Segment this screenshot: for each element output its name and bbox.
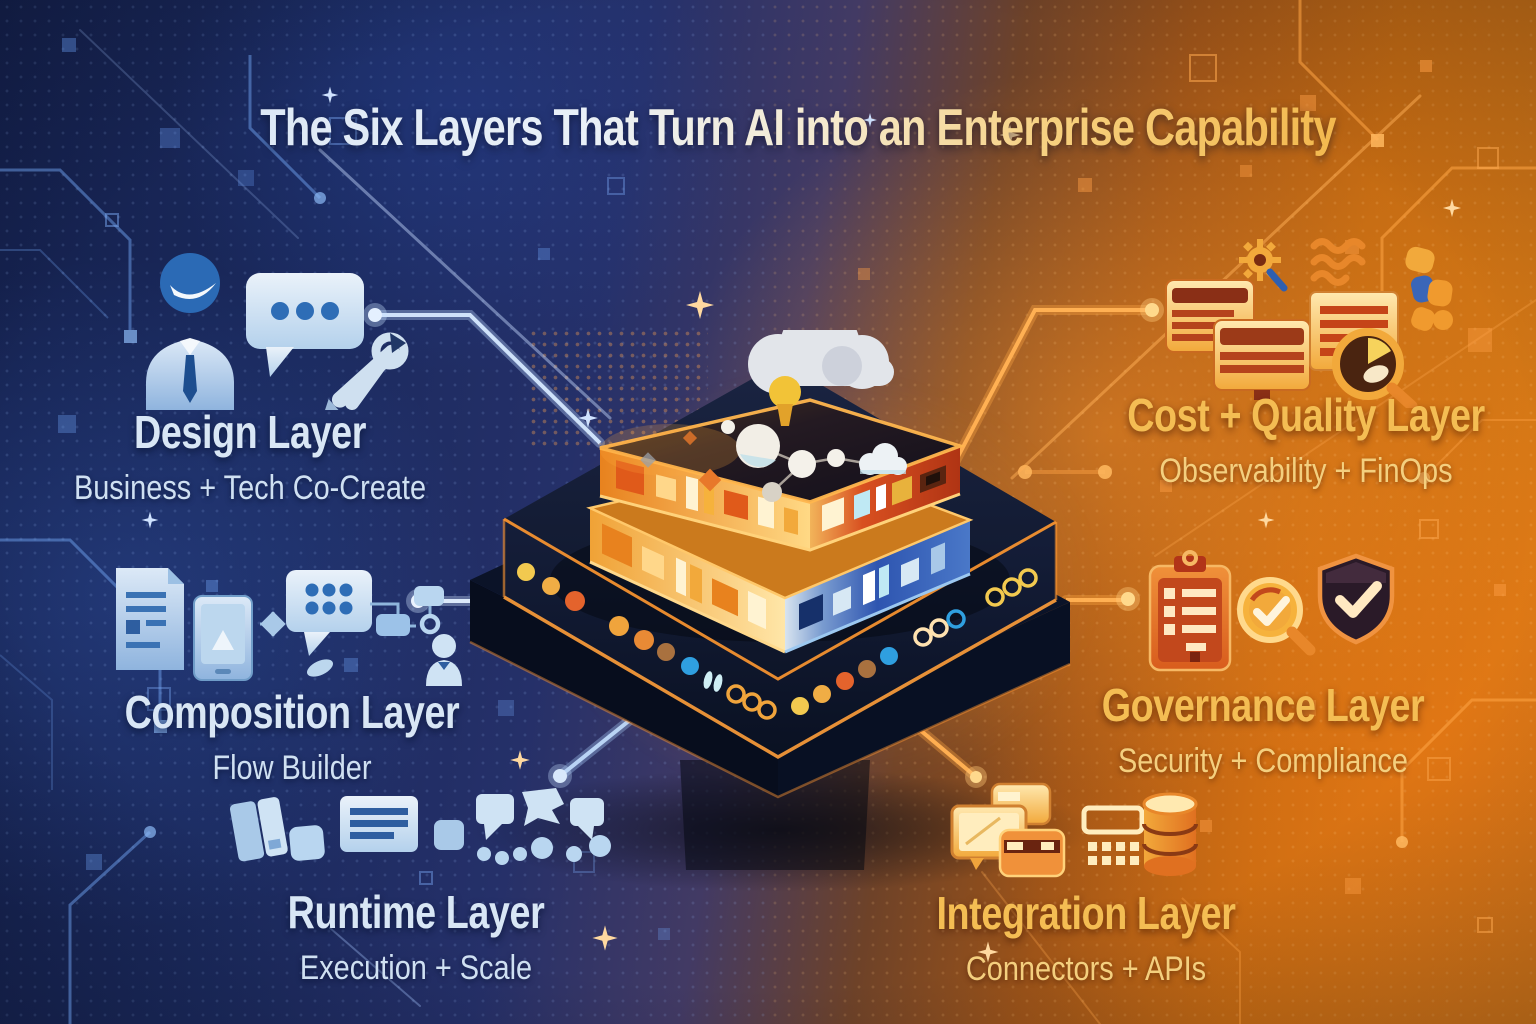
cost-quality-layer-title: Cost + Quality Layer xyxy=(1127,389,1485,441)
cost-quality-layer-block: Cost + Quality Layer Observability + Fin… xyxy=(1086,388,1526,491)
dots-trail-icon xyxy=(477,835,611,865)
page-title: The Six Layers That Turn AI into an Ente… xyxy=(208,98,1389,158)
integration-layer-icons xyxy=(950,782,1198,878)
list-card-icon xyxy=(340,796,418,852)
base-indicator-dots xyxy=(517,563,1038,720)
governance-layer-subtitle: Security + Compliance xyxy=(1118,742,1408,780)
design-layer-icons xyxy=(146,253,409,410)
blue-circuit-nodes xyxy=(124,192,326,838)
report-cards-icon xyxy=(1165,279,1311,400)
connector-governance xyxy=(1061,587,1140,611)
governance-layer-block: Governance Layer Security + Compliance xyxy=(1043,678,1483,781)
notebook-icon xyxy=(229,797,288,862)
cost-quality-layer-subtitle: Observability + FinOps xyxy=(1159,452,1453,490)
composition-layer-title: Composition Layer xyxy=(124,686,460,738)
chat-bubbles-icon xyxy=(476,788,604,840)
integration-layer-title: Integration Layer xyxy=(936,887,1236,939)
gear-magnifier-icon xyxy=(1239,239,1288,292)
cloud-icon xyxy=(748,330,894,394)
speech-bubble-icon xyxy=(246,273,364,377)
database-icon xyxy=(1142,792,1198,876)
integration-layer-subtitle: Connectors + APIs xyxy=(965,950,1207,988)
cloud-lightbulb-nodes xyxy=(721,330,907,502)
sparkles xyxy=(141,86,1462,963)
check-magnifier-icon xyxy=(1237,577,1316,656)
composition-layer-icons xyxy=(116,568,462,686)
screens-cards-icon xyxy=(950,782,1066,878)
slab-right-windows xyxy=(822,465,946,532)
middle-left-windows xyxy=(602,523,766,630)
stack-pedestal xyxy=(680,760,870,870)
governance-layer-icons xyxy=(1148,550,1395,672)
tile-icon xyxy=(434,820,464,850)
shield-check-icon xyxy=(1317,553,1395,645)
design-layer-block: Design Layer Business + Tech Co-Create xyxy=(30,405,470,508)
tablet-icon xyxy=(193,595,253,681)
clipboard-checklist-icon xyxy=(1148,550,1232,672)
ai-stack-illustration xyxy=(469,330,1090,892)
keypad-icon xyxy=(1081,805,1145,865)
flow-nodes-icon xyxy=(370,586,444,636)
lightbulb-icon xyxy=(769,376,801,426)
scatter-squares-blue xyxy=(58,38,670,940)
small-cloud-icon xyxy=(859,443,907,475)
connector-design xyxy=(363,303,605,448)
user-icon xyxy=(426,634,462,686)
waves-icon xyxy=(1310,238,1366,286)
composition-layer-subtitle: Flow Builder xyxy=(212,749,372,787)
integration-layer-block: Integration Layer Connectors + APIs xyxy=(866,886,1306,989)
runtime-layer-block: Runtime Layer Execution + Scale xyxy=(196,885,636,988)
runtime-layer-icons xyxy=(229,788,611,865)
runtime-layer-subtitle: Execution + Scale xyxy=(299,949,533,987)
blue-circuit-traces xyxy=(0,55,322,1024)
design-layer-subtitle: Business + Tech Co-Create xyxy=(73,469,427,507)
pie-magnifier-icon xyxy=(1332,328,1418,408)
governance-layer-title: Governance Layer xyxy=(1101,679,1425,731)
orange-circuit-traces xyxy=(1025,0,1536,1024)
cost-quality-layer-icons xyxy=(1165,238,1453,408)
cluster-icon xyxy=(1405,246,1453,331)
pen-and-wrench-icon xyxy=(323,332,409,410)
composition-layer-block: Composition Layer Flow Builder xyxy=(72,685,512,788)
stack-top-layer xyxy=(599,398,966,552)
document-icon xyxy=(116,568,184,670)
connector-cost-quality xyxy=(947,298,1164,473)
chat-bubble-icon xyxy=(260,570,372,677)
middle-right-windows xyxy=(799,542,945,631)
design-layer-title: Design Layer xyxy=(134,406,366,458)
tile-icon xyxy=(289,825,325,861)
person-icon xyxy=(146,253,234,410)
network-nodes xyxy=(721,420,871,502)
runtime-layer-title: Runtime Layer xyxy=(287,886,545,938)
